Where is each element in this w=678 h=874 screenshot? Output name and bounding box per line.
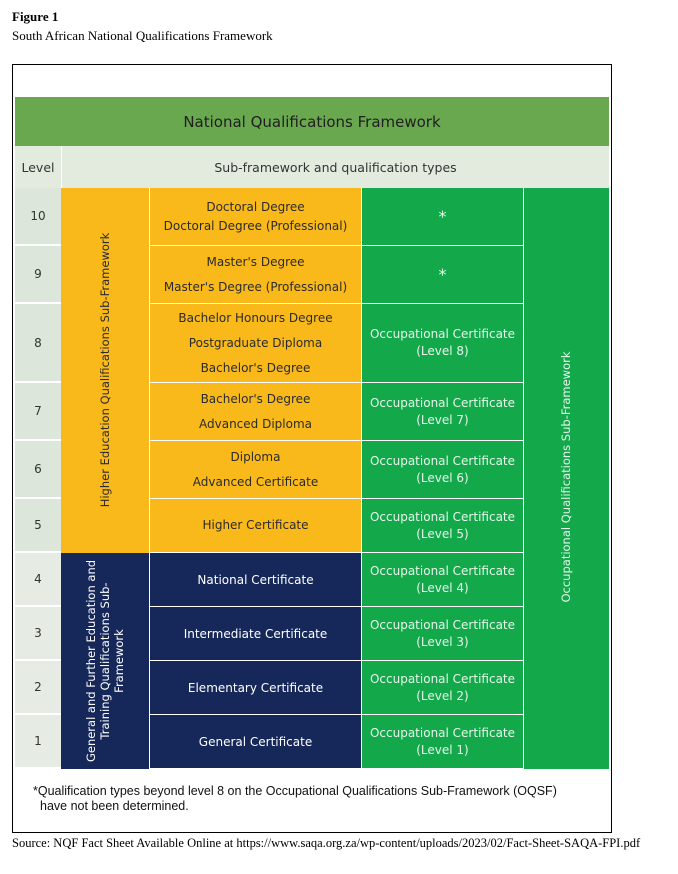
qualification-type: Doctoral Degree [206,199,305,214]
level-cell: 8 [15,304,61,383]
nqf-diagram: National Qualifications Framework Level … [13,65,611,832]
he-qualification-cell: Higher Certificate [149,499,361,553]
qualification-type: Bachelor's Degree [200,391,311,406]
gfet-qualification-cell: Intermediate Certificate [149,607,361,661]
level-cell: 6 [15,441,61,499]
footnote-line: *Qualification types beyond level 8 on t… [33,784,557,798]
occupational-text: (Level 6) [416,470,469,485]
subframework-column-header: Sub-framework and qualification types [62,146,609,188]
occupational-text: Occupational Certificate [369,725,516,740]
level-cell: 1 [15,715,61,769]
qualification-type: Master's Degree [206,254,305,269]
occupational-cell: Occupational Certificate (Level 3) [361,607,524,661]
qualification-type: Advanced Certificate [192,474,319,489]
occupational-text: (Level 7) [416,412,469,427]
level-cell: 10 [15,188,61,246]
qualification-type: Diploma [230,449,281,464]
footnote-line: have not been determined. [40,799,189,813]
occupational-cell: Occupational Certificate (Level 1) [361,715,524,769]
occupational-cell: Occupational Certificate (Level 2) [361,661,524,715]
occupational-cell: Occupational Certificate (Level 5) [361,499,524,553]
gfet-label-line: Training Qualifications Sub- [98,582,112,740]
level-cell: 3 [15,607,61,661]
diagram-title: National Qualifications Framework [15,97,609,146]
occupational-text: Occupational Certificate [369,453,516,468]
figure-label: Figure 1 [12,9,59,24]
source-note: Source: NQF Fact Sheet Available Online … [12,836,641,850]
he-subframework-band [61,188,149,553]
occupational-cell: Occupational Certificate (Level 4) [361,553,524,607]
qualification-type: Doctoral Degree (Professional) [163,218,348,233]
gfet-qualification-cell: Elementary Certificate [149,661,361,715]
qualification-type: Master's Degree (Professional) [163,279,348,294]
gfet-label-line: General and Further Education and [84,559,98,763]
gfet-qualification-cell: National Certificate [149,553,361,607]
occupational-cell: Occupational Certificate (Level 6) [361,441,524,499]
occupational-cell: * [361,188,524,246]
qualification-type: Bachelor Honours Degree [178,310,333,325]
occupational-text: (Level 1) [416,742,469,757]
qualification-type: Postgraduate Diploma [188,335,323,350]
level-column-header: Level [15,146,61,188]
occupational-text: (Level 5) [416,526,469,541]
level-cell: 9 [15,246,61,304]
occupational-cell: Occupational Certificate (Level 7) [361,383,524,441]
nqf-diagram-frame: National Qualifications Framework Level … [12,64,612,833]
occupational-text: (Level 2) [416,688,469,703]
oq-subframework-label: Occupational Qualifications Sub-Framewor… [559,351,573,603]
footnote: *Qualification types beyond level 8 on t… [33,784,593,814]
he-subframework-label: Higher Education Qualifications Sub-Fram… [98,232,112,508]
occupational-text: Occupational Certificate [369,563,516,578]
oq-subframework-band [524,188,609,769]
level-cell: 4 [15,553,61,607]
occupational-text: * [438,207,447,226]
gfet-label-line: Framework [112,629,126,693]
level-cell: 7 [15,383,61,441]
qualification-type: Advanced Diploma [199,416,312,431]
occupational-cell: Occupational Certificate (Level 8) [361,304,524,383]
occupational-cell: * [361,246,524,304]
occupational-text: * [438,265,447,284]
qualification-type: Higher Certificate [202,518,309,532]
gfet-qualification-cell: General Certificate [149,715,361,769]
qualification-type: Bachelor's Degree [200,360,311,375]
level-cell: 2 [15,661,61,715]
level-cell: 5 [15,499,61,553]
occupational-text: Occupational Certificate [369,327,516,341]
gfet-subframework-band [61,553,149,769]
occupational-text: (Level 4) [416,580,469,595]
occupational-text: Occupational Certificate [369,509,516,524]
occupational-text: (Level 8) [416,344,469,358]
occupational-text: (Level 3) [416,634,469,649]
occupational-text: Occupational Certificate [369,617,516,632]
occupational-text: Occupational Certificate [369,671,516,686]
occupational-text: Occupational Certificate [369,395,516,410]
figure-caption: South African National Qualifications Fr… [12,28,273,43]
gfet-subframework-label: General and Further Education and Traini… [84,560,126,762]
